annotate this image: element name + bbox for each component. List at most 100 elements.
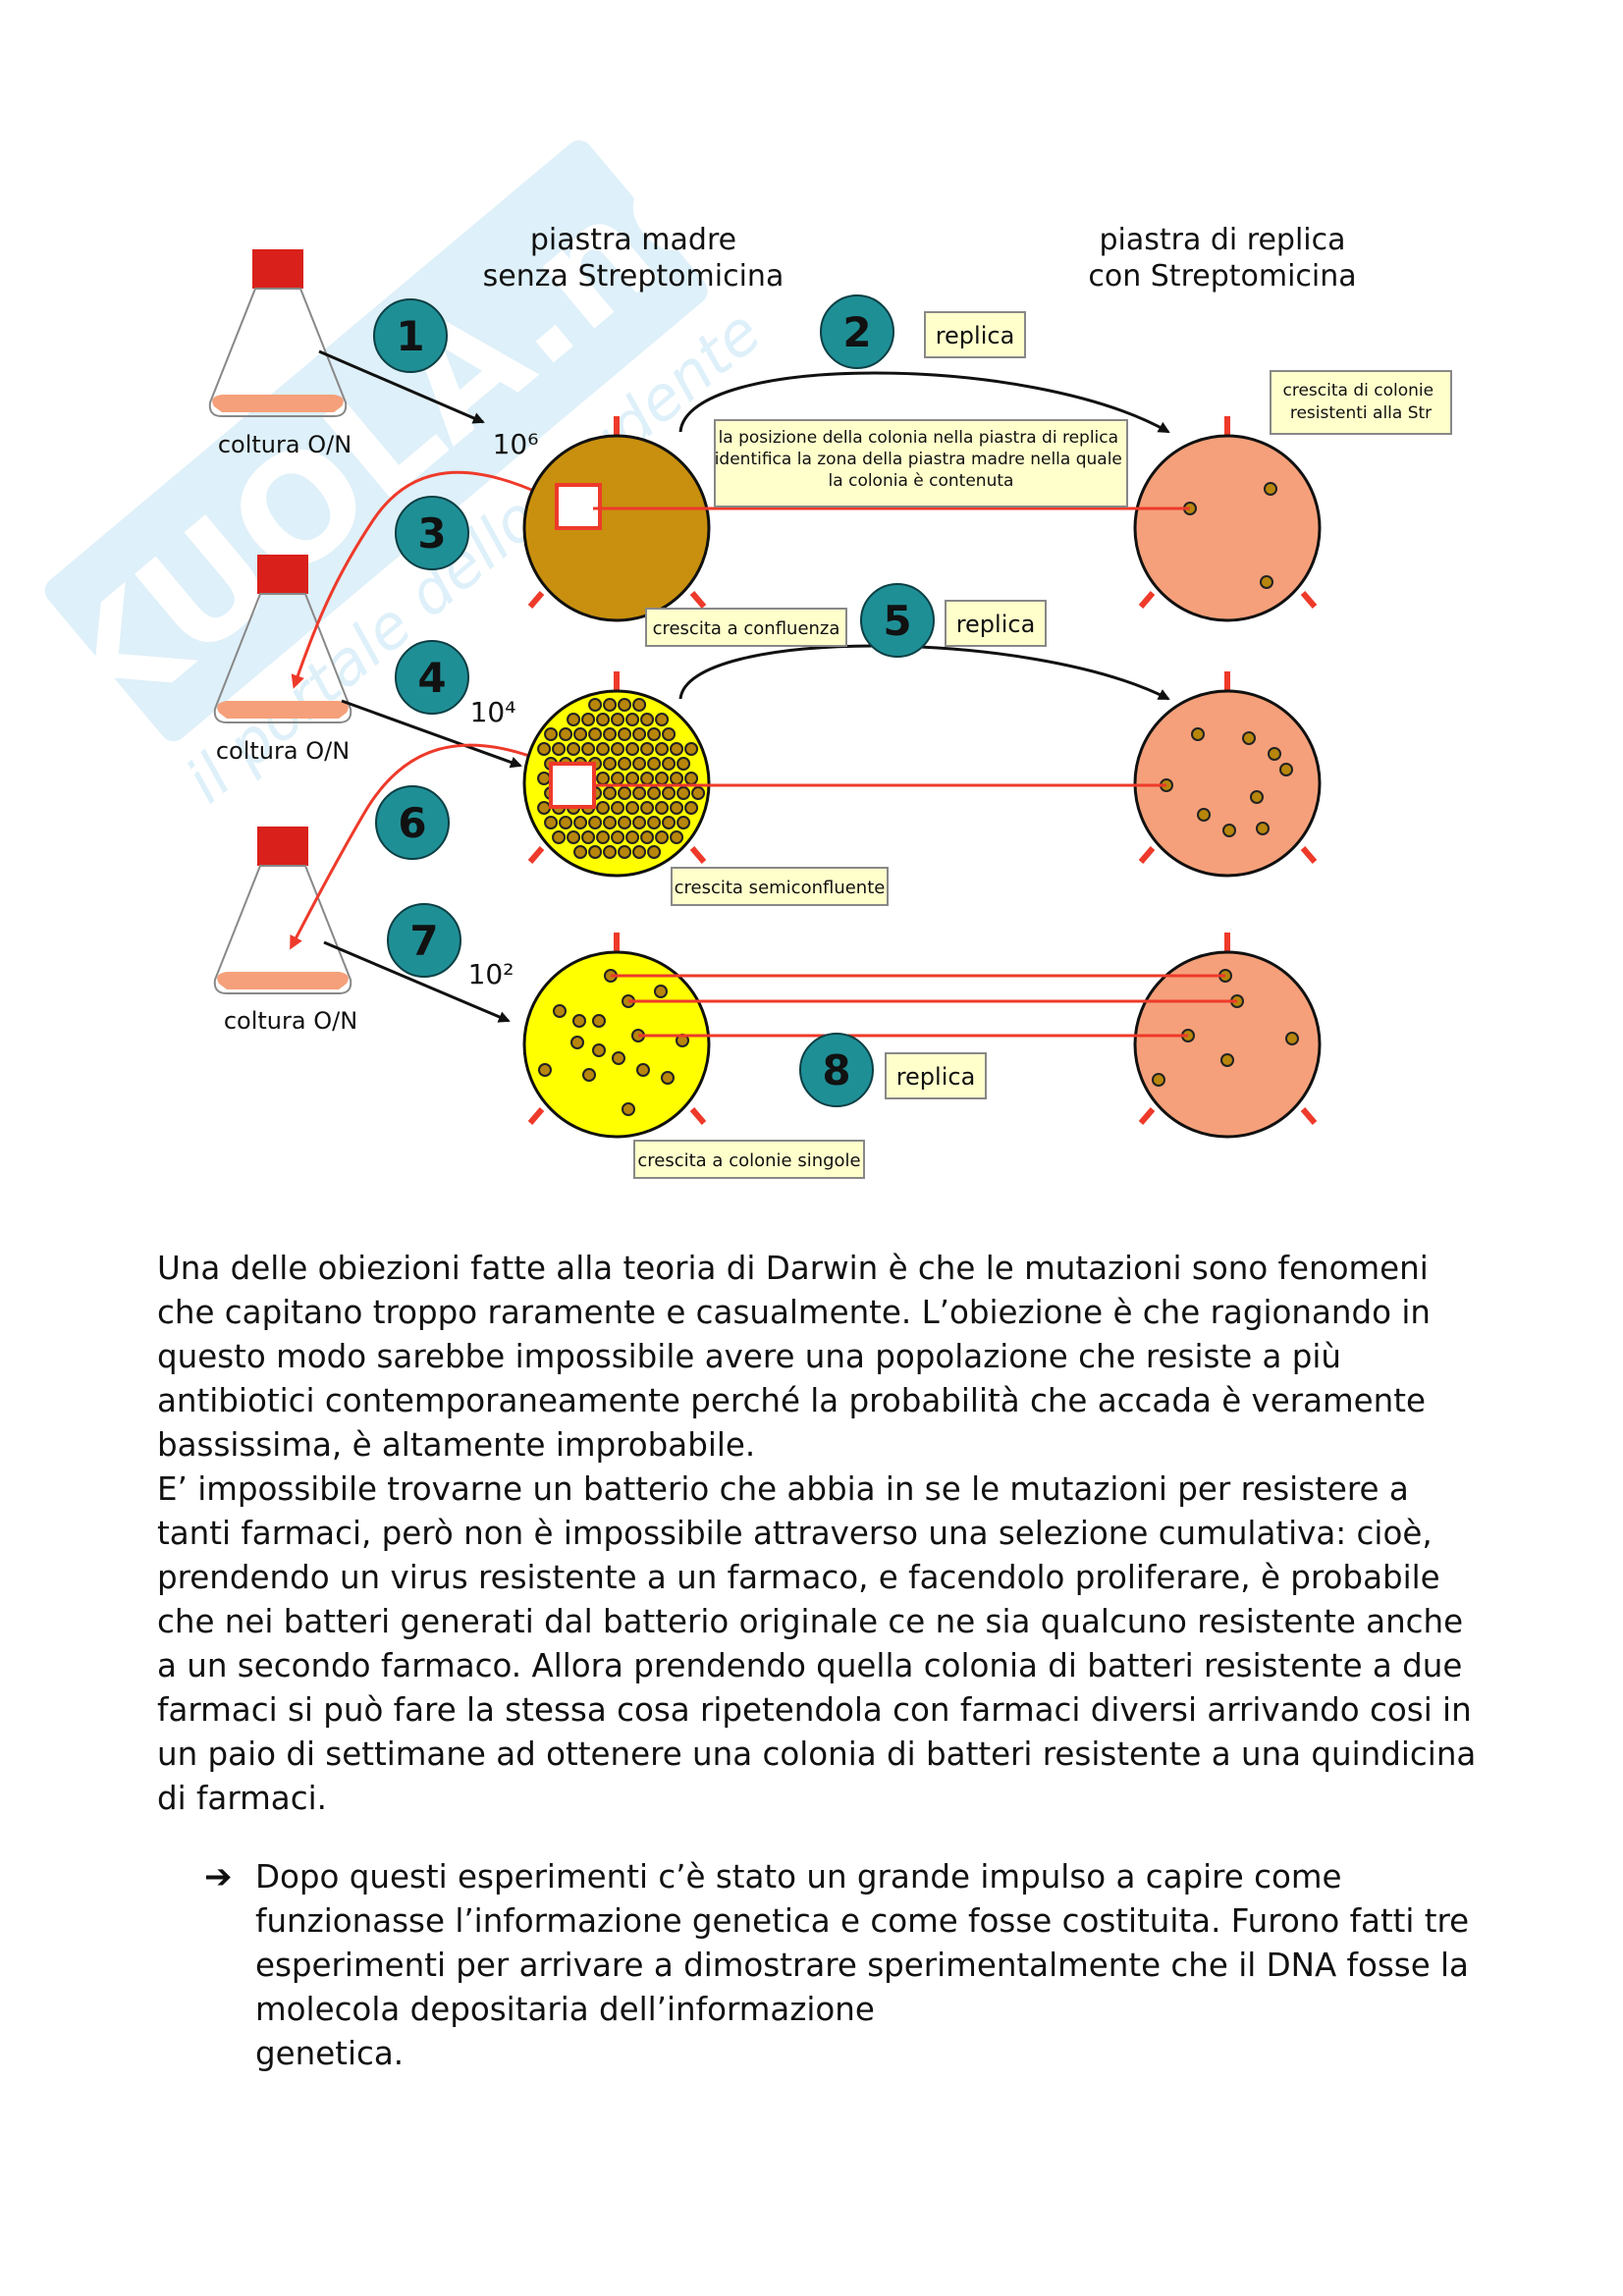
growth-label-single: crescita a colonie singole (633, 1140, 865, 1179)
colony (670, 772, 684, 785)
svg-text:replica: replica (956, 611, 1036, 638)
culture-flask-2 (213, 555, 352, 723)
master-plate-confluent (522, 416, 711, 622)
colony (655, 713, 670, 726)
colony (603, 757, 618, 771)
colony (588, 727, 603, 741)
colony (622, 1102, 635, 1116)
colony (625, 742, 640, 756)
colony (625, 801, 640, 815)
colony (603, 816, 618, 829)
colony (581, 830, 596, 844)
colony (588, 698, 603, 712)
colony (647, 845, 662, 859)
colony (596, 742, 611, 756)
svg-text:crescita di colonie resi: crescita di colonie resistenti alla Str (1283, 381, 1439, 423)
colony (670, 801, 684, 815)
colony (632, 816, 647, 829)
colony (662, 727, 676, 741)
svg-text:crescita a confluenza: crescita a confluenza (653, 618, 840, 639)
culture-label: coltura O/N (216, 737, 350, 765)
growth-label-confluent: crescita a confluenza (645, 608, 847, 647)
density-label: 10⁶ (493, 428, 539, 460)
svg-text:5: 5 (883, 597, 911, 645)
colony (632, 757, 647, 771)
colony (538, 1063, 552, 1077)
replica-plating-diagram: SKUOLA.net il portale dello studente pia… (44, 139, 1452, 1179)
colony (676, 757, 691, 771)
colony (1220, 1053, 1234, 1067)
colony (611, 713, 625, 726)
colony (592, 1014, 606, 1028)
colony (572, 1014, 586, 1028)
colony (611, 742, 625, 756)
colony (603, 845, 618, 859)
colony (618, 757, 632, 771)
colony (618, 816, 632, 829)
colony (588, 845, 603, 859)
note-position: la posizione della colonia nella piastra… (714, 419, 1128, 507)
step-number-6: 6 (375, 785, 450, 860)
colony (603, 698, 618, 712)
colony (1256, 822, 1270, 835)
svg-text:6: 6 (398, 799, 426, 847)
colony (559, 727, 573, 741)
colony (570, 1036, 584, 1049)
colony (661, 1071, 675, 1085)
colony (552, 742, 567, 756)
colony (537, 772, 552, 785)
paragraph-1: Una delle obiezioni fatte alla teoria di… (157, 1250, 1431, 1464)
replica-box-3: replica (885, 1052, 987, 1099)
svg-text:1: 1 (396, 312, 424, 360)
step-number-5: 5 (860, 583, 935, 658)
colony (588, 816, 603, 829)
colony (581, 742, 596, 756)
colony (647, 727, 662, 741)
colony (567, 713, 581, 726)
note-resistant: crescita di colonie resistenti alla Str (1270, 370, 1452, 435)
colony (640, 772, 655, 785)
colony (567, 830, 581, 844)
colony (618, 845, 632, 859)
colony (596, 772, 611, 785)
colony (1197, 808, 1211, 822)
colony (603, 786, 618, 800)
density-label: 10⁴ (470, 696, 516, 728)
step-number-4: 4 (395, 640, 469, 715)
colony (1152, 1073, 1165, 1087)
svg-text:replica: replica (936, 322, 1015, 349)
colony (640, 713, 655, 726)
colony (654, 985, 668, 998)
colony (684, 772, 699, 785)
svg-text:2: 2 (842, 308, 871, 356)
step-number-1: 1 (373, 298, 448, 373)
colony (611, 830, 625, 844)
step-number-8: 8 (799, 1033, 874, 1107)
colony (544, 816, 559, 829)
master-plate-single-colonies (522, 933, 711, 1139)
step-number-3: 3 (395, 496, 469, 570)
svg-text:la posizione della colonia nel: la posizione della colonia nella piastra… (715, 428, 1128, 491)
step-number-7: 7 (387, 903, 461, 978)
colony (655, 801, 670, 815)
growth-label-semiconfluent: crescita semiconfluente (671, 867, 889, 906)
colony (573, 845, 588, 859)
colony (544, 727, 559, 741)
colony (1264, 482, 1277, 496)
colony (632, 698, 647, 712)
colony (647, 757, 662, 771)
colony (640, 801, 655, 815)
colony (1260, 575, 1273, 589)
density-label: 10² (468, 958, 514, 990)
colony (592, 1043, 606, 1057)
colony (625, 830, 640, 844)
replica-box-2: replica (945, 600, 1047, 647)
colony (1191, 727, 1205, 741)
master-plate-semiconfluent (522, 671, 711, 878)
colony (684, 742, 699, 756)
colony (684, 801, 699, 815)
colony (662, 757, 676, 771)
replica-box-1: replica (924, 311, 1026, 358)
replica-plate-1 (1133, 416, 1322, 622)
